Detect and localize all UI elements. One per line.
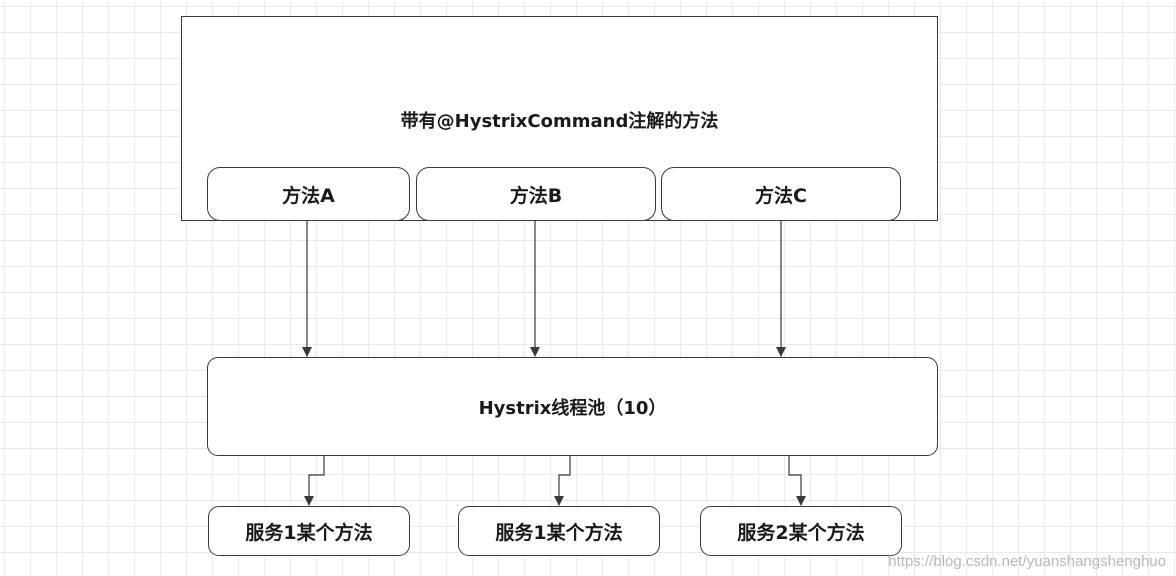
container-title: 带有@HystrixCommand注解的方法: [400, 111, 719, 132]
method-c-node: 方法C: [661, 167, 901, 221]
edge-pool-to-service-1-second: [554, 456, 571, 506]
edge-pool-to-service-1: [304, 456, 325, 506]
service-2-method-node: 服务2某个方法: [700, 506, 902, 556]
service-1-method-node: 服务1某个方法: [208, 506, 410, 556]
method-a-node: 方法A: [207, 167, 410, 221]
method-b-node: 方法B: [416, 167, 656, 221]
service-1-method-node-second: 服务1某个方法: [458, 506, 660, 556]
thread-pool-node: Hystrix线程池（10）: [207, 357, 938, 456]
edge-pool-to-service-2: [788, 456, 806, 506]
watermark-text: https://blog.csdn.net/yuanshangshenghuo: [888, 553, 1166, 570]
